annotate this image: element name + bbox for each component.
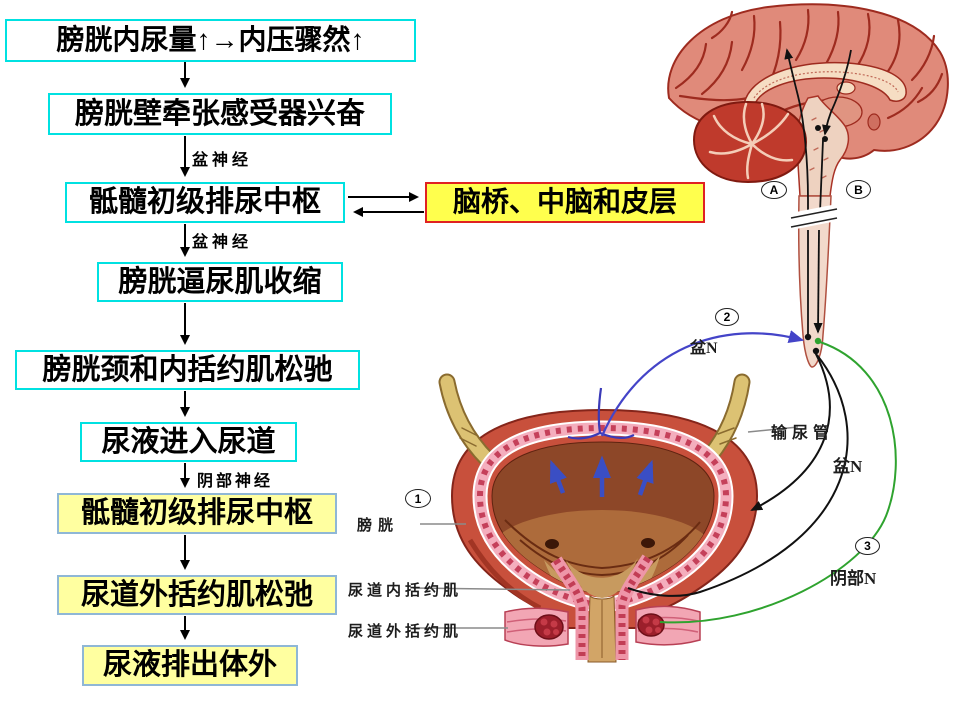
cord-break-marks [790,204,838,230]
flow-box-stretch-receptors: 膀胱壁牵张感受器兴奋 [48,93,392,135]
flow-arrow-to-pons [348,192,419,202]
bladder-neck [566,558,638,598]
synapse-dot [822,136,828,142]
flow-box-detrusor-contraction: 膀胱逼尿肌收缩 [97,262,343,302]
label-external-urethral-sphincter: 尿道外括约肌 [348,624,463,640]
spinal-cord [784,48,852,368]
bladder-mucosa [472,420,734,613]
flow-arrow-down [180,303,190,345]
label-ureter: 输尿管 [771,425,835,442]
flow-arrow-from-pons [353,207,424,217]
synapse-dot-green [814,337,822,345]
pressure-arrows [549,455,654,497]
synapse-dot [804,333,812,341]
edge-label-pudendal-nerve: 阴部神经 [197,473,274,490]
pelvic-nerve-efferent-detrusor [750,351,831,511]
flow-box-urine-enters-urethra: 尿液进入尿道 [80,422,297,462]
callosum-stipple [753,71,899,99]
flow-box-sacral-center-2: 骶髓初级排尿中枢 [57,493,337,534]
flow-box-neck-internal-sphincter-relax: 膀胱颈和内括约肌松驰 [15,350,360,390]
label-bladder: 膀胱 [357,518,400,534]
flow-arrow-down [180,224,190,257]
external-sphincter-left [504,607,569,647]
flow-box-urine-expelled: 尿液排出体外 [82,645,298,686]
flow-arrow-down [180,62,190,88]
flow-arrow-down [180,535,190,570]
label-pudendal-nerve: 阴部N [830,569,877,588]
bladder [438,373,759,663]
marker-circle-A: A [761,181,787,199]
label-pelvic-nerve-efferent: 盆N [833,457,863,476]
flow-box-pons-midbrain-cortex: 脑桥、中脑和皮层 [425,182,705,223]
label-lines [412,426,799,629]
ureter-right [701,373,751,465]
cerebellum-arbor [708,102,794,180]
pudendal-nerve-path [659,341,897,624]
wall-shading [467,538,542,611]
marker-circle-1: 1 [405,489,431,508]
edge-label-pelvic-nerve-1: 盆神经 [192,152,253,169]
flow-box-external-sphincter-relax: 尿道外括约肌松弛 [57,575,337,615]
marker-circle-B: B [846,180,871,199]
flow-arrow-down [180,136,190,177]
flow-arrow-down [180,391,190,417]
edge-label-pelvic-nerve-2: 盆神经 [192,234,253,251]
brain [667,3,949,197]
fiber-tracts [784,48,852,334]
synapse-dot [815,125,821,131]
flow-arrow-down [180,463,190,488]
flow-arrow-down [180,616,190,640]
pelvic-nerve-efferent-sphincter [627,354,849,597]
anatomy-illustration [412,3,949,663]
external-sphincter-right [635,605,701,646]
flow-box-sacral-center-1: 骶髓初级排尿中枢 [65,182,345,223]
label-pelvic-nerve-afferent: 盆N [690,340,718,357]
pituitary [867,113,881,131]
pelvic-nerve-afferent [600,330,805,437]
nerve-pathways [600,330,897,624]
brainstem-speckle [809,117,829,179]
flow-box-urine-volume-pressure: 膀胱内尿量↑→内压骤然↑ [5,19,416,62]
ureter-left [438,373,497,469]
marker-circle-2: 2 [715,308,739,326]
marker-circle-3: 3 [855,537,880,555]
label-internal-urethral-sphincter: 尿道内括约肌 [348,583,463,599]
